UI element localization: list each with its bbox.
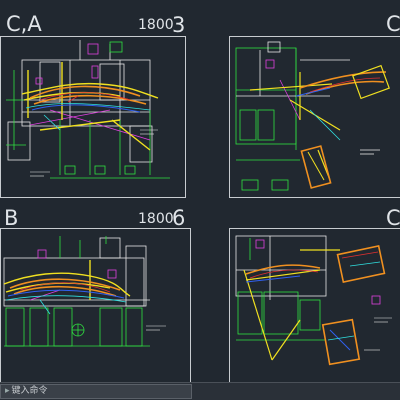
sheet-title-c-top: C bbox=[386, 12, 400, 36]
sheet-drawing-bottom-right bbox=[235, 235, 392, 366]
sheet-frame-bottom-right bbox=[229, 228, 400, 384]
sheet-frame-bottom-left bbox=[0, 228, 191, 384]
sheet-scale-1800-top: 1800 bbox=[138, 17, 174, 33]
sheet-drawing-top-left bbox=[6, 40, 170, 179]
sheet-title-ca: C,A bbox=[6, 12, 42, 36]
status-bar: ▸键入命令 bbox=[0, 382, 400, 400]
sheet-drawing-bottom-left bbox=[3, 236, 166, 347]
sheet-number-6: 6 bbox=[172, 206, 186, 230]
sheet-drawing-top-right bbox=[235, 41, 390, 191]
drawing-canvas[interactable]: C,A 1800 3 C B 1800 6 C bbox=[0, 0, 400, 384]
sheet-frame-top-right bbox=[229, 36, 400, 198]
sheet-scale-1800-bottom: 1800 bbox=[138, 211, 174, 227]
sheet-number-3: 3 bbox=[172, 13, 186, 37]
command-line-input[interactable]: ▸键入命令 bbox=[0, 384, 192, 399]
sheet-frame-top-left bbox=[0, 36, 186, 198]
cad-linework bbox=[3, 40, 392, 366]
command-icon: ▸ bbox=[5, 386, 10, 396]
sheet-title-b: B bbox=[4, 206, 19, 230]
command-prompt-text: 键入命令 bbox=[11, 386, 48, 396]
sheet-title-c-bottom: C bbox=[386, 206, 400, 230]
